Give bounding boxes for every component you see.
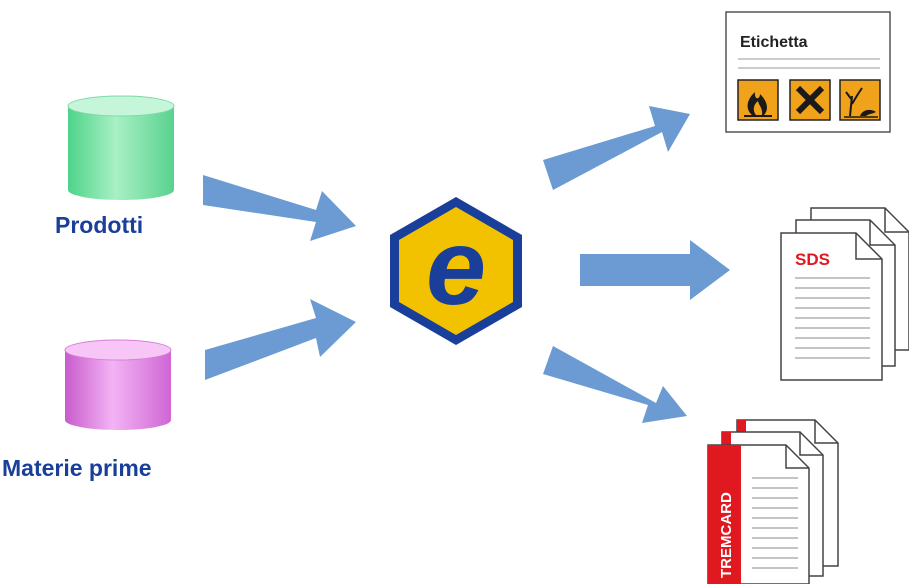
tremcard-title: TREMCARD: [718, 492, 735, 578]
tremcard-page-front: TREMCARD: [707, 444, 810, 584]
cross-harmful-icon: [789, 79, 831, 121]
prodotti-database-icon: [67, 95, 175, 200]
etichetta-title: Etichetta: [740, 34, 808, 51]
arrow-materie-to-hub: [205, 299, 356, 380]
materie-prime-database-icon: [64, 339, 172, 430]
environment-hazard-icon: [839, 79, 881, 121]
arrows: [203, 106, 730, 423]
materie-prime-label: Materie prime: [2, 455, 152, 481]
arrow-prodotti-to-hub: [203, 175, 356, 241]
sds-document-stack: SDS: [780, 207, 909, 381]
arrow-hub-to-tremcard: [543, 346, 687, 423]
prodotti-label: Prodotti: [55, 212, 144, 238]
sds-title: SDS: [795, 250, 830, 269]
etichetta-document: Etichetta: [725, 11, 891, 133]
flame-hazard-icon: [737, 79, 779, 121]
hexagon-e-logo-icon: e: [390, 197, 522, 345]
hub-letter: e: [426, 206, 486, 327]
arrow-hub-to-sds: [580, 240, 730, 300]
arrow-hub-to-etichetta: [543, 106, 690, 190]
sds-page-front: SDS: [780, 232, 883, 381]
tremcard-document-stack: TREMCARD: [707, 419, 839, 584]
